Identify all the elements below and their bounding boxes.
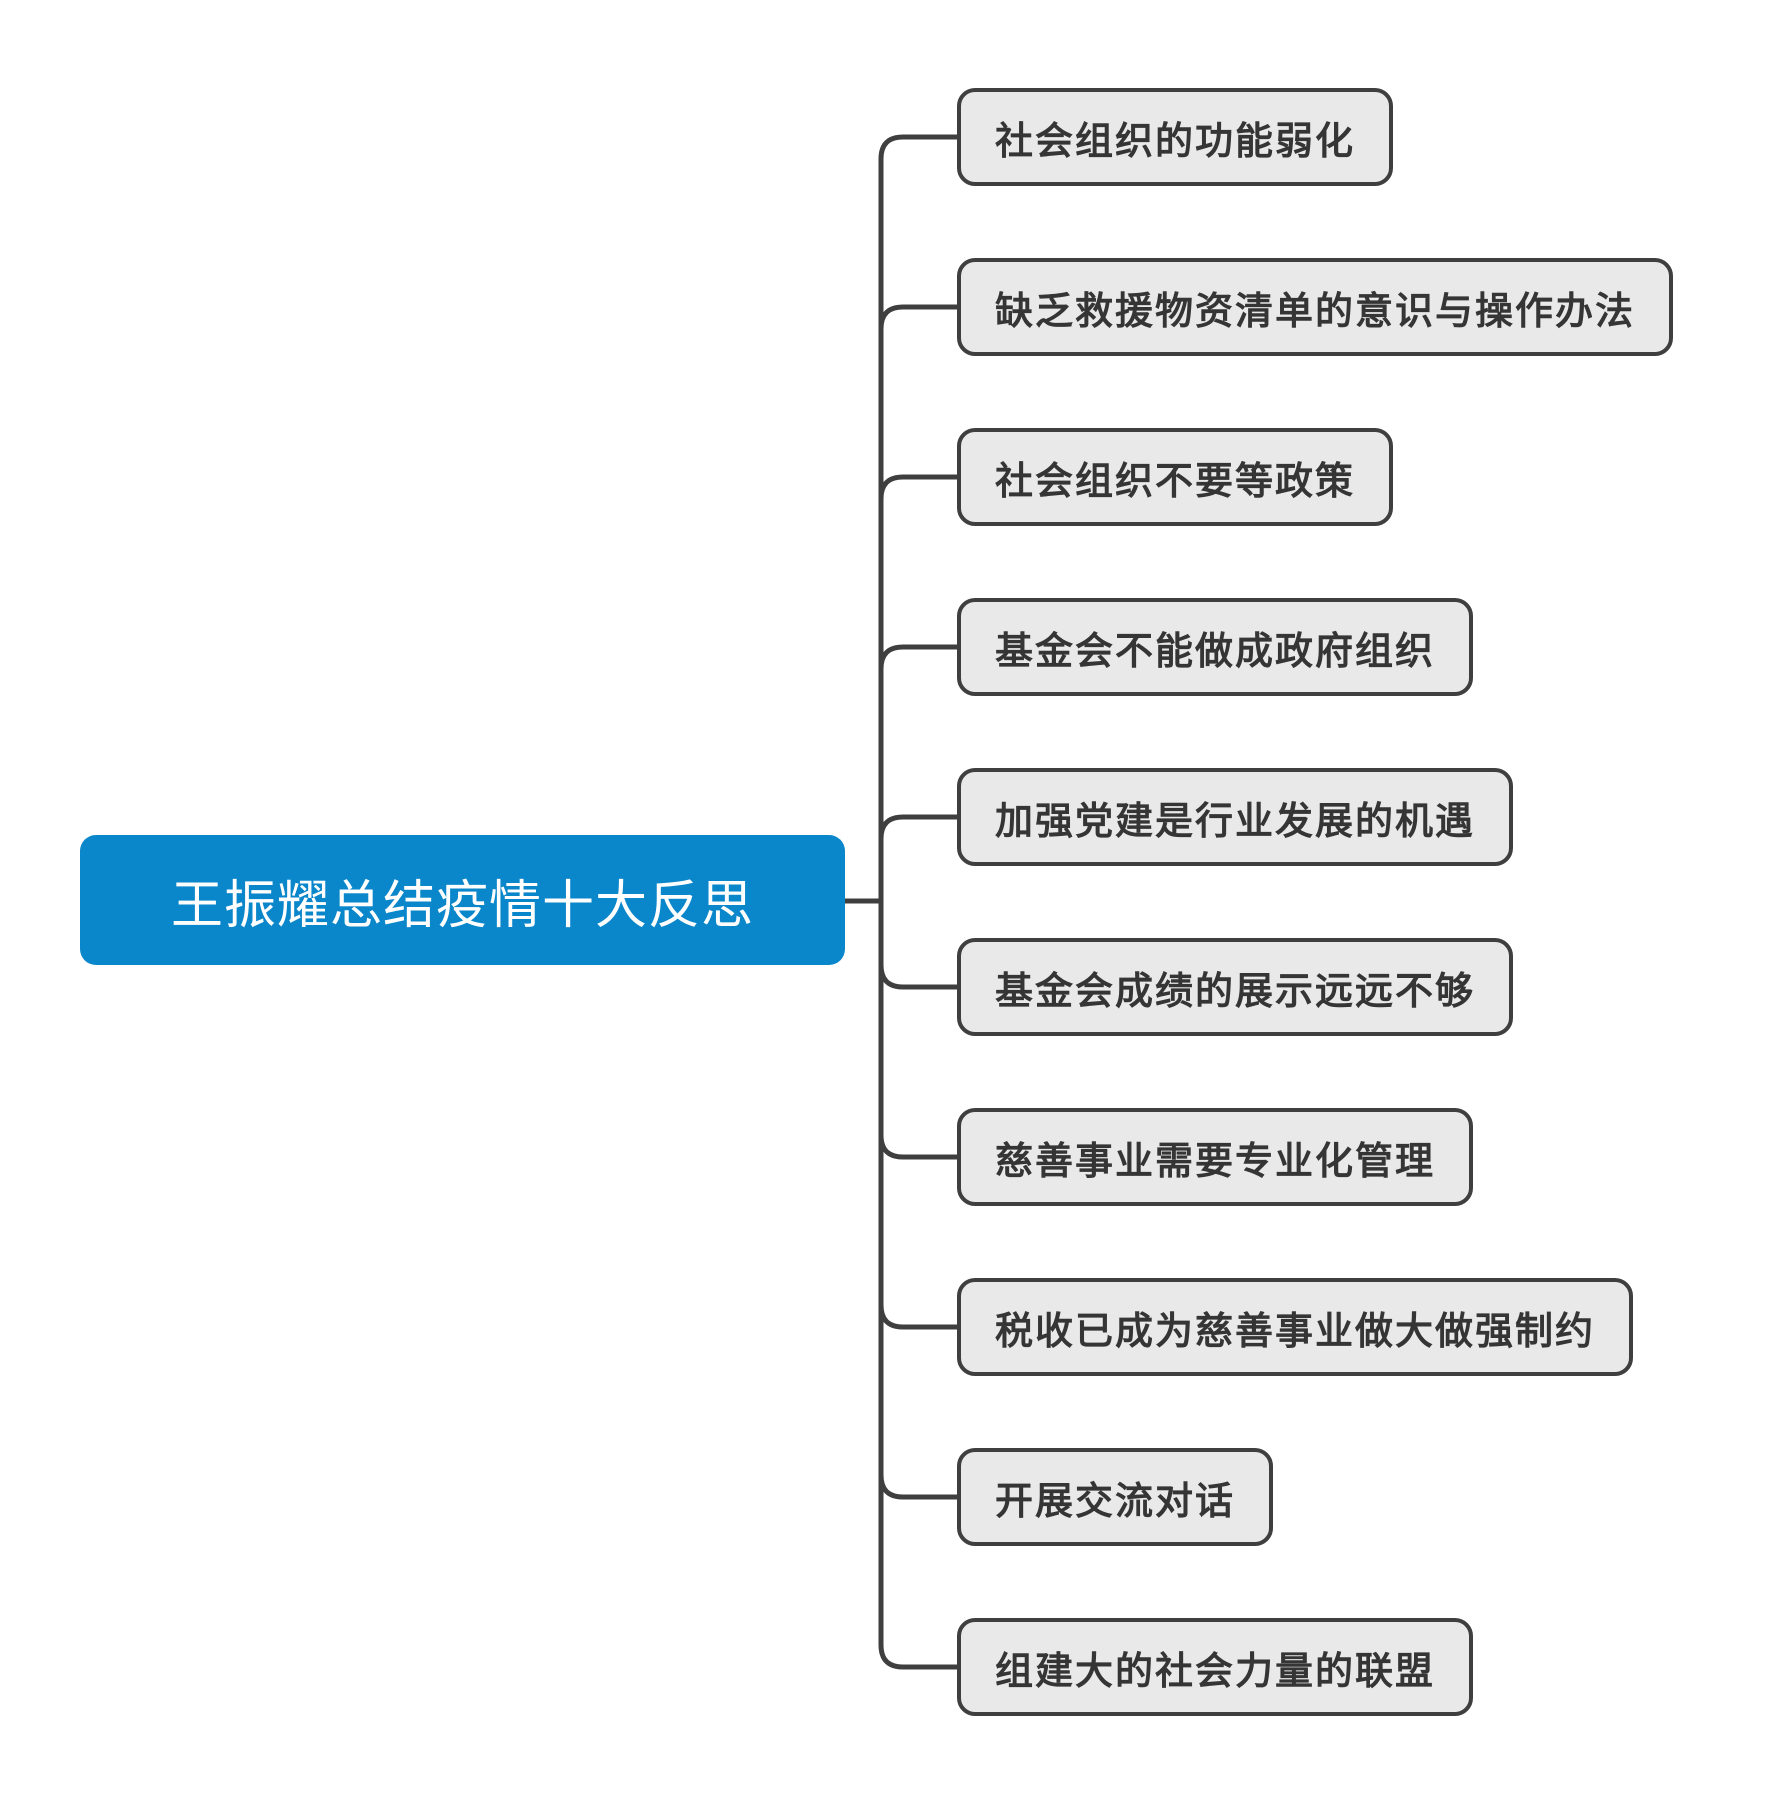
connector-line [878,814,960,904]
child-node-label: 开展交流对话 [994,1480,1235,1523]
mindmap-root-node[interactable]: 王振耀总结疫情十大反思 [80,835,845,965]
root-node-label: 王振耀总结疫情十大反思 [170,876,754,935]
child-node-label: 慈善事业需要专业化管理 [994,1140,1435,1183]
connector-line [878,898,960,1500]
mindmap-child-node[interactable]: 组建大的社会力量的联盟 [957,1618,1473,1716]
child-node-label: 缺乏救援物资清单的意识与操作办法 [994,290,1635,333]
connector-line [878,474,960,904]
connector-line [878,644,960,904]
child-node-label: 基金会不能做成政府组织 [994,630,1435,673]
connector-line [878,898,960,1330]
child-node-label: 税收已成为慈善事业做大做强制约 [994,1310,1595,1353]
mindmap-child-node[interactable]: 社会组织的功能弱化 [957,88,1393,186]
mindmap-child-node[interactable]: 基金会成绩的展示远远不够 [957,938,1513,1036]
connector-line [878,898,960,1160]
mindmap-child-node[interactable]: 社会组织不要等政策 [957,428,1393,526]
mindmap-child-node[interactable]: 慈善事业需要专业化管理 [957,1108,1473,1206]
connector-line [878,898,960,1670]
child-node-label: 社会组织的功能弱化 [994,120,1355,163]
mindmap-child-node[interactable]: 基金会不能做成政府组织 [957,598,1473,696]
mindmap-child-node[interactable]: 税收已成为慈善事业做大做强制约 [957,1278,1633,1376]
mindmap-child-node[interactable]: 加强党建是行业发展的机遇 [957,768,1513,866]
mindmap-child-node[interactable]: 缺乏救援物资清单的意识与操作办法 [957,258,1673,356]
child-node-label: 加强党建是行业发展的机遇 [994,800,1475,843]
child-node-label: 组建大的社会力量的联盟 [994,1650,1435,1693]
connector-line [878,134,960,904]
connector-line [878,304,960,904]
child-node-label: 社会组织不要等政策 [994,460,1355,503]
mindmap-child-node[interactable]: 开展交流对话 [957,1448,1273,1546]
child-node-label: 基金会成绩的展示远远不够 [994,970,1475,1013]
connector-line [878,898,960,990]
